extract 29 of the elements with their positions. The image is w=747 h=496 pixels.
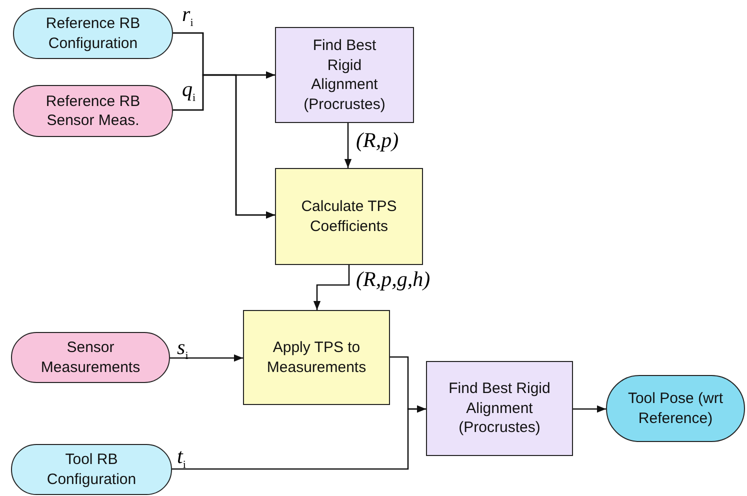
- edge-label: t$_{i}$: [177, 446, 186, 472]
- terminal-node: [11, 444, 172, 495]
- arrow: [573, 405, 606, 413]
- process-box: [275, 168, 423, 265]
- arrow: [173, 74, 275, 219]
- node-label: Sensor Measurements: [40, 338, 142, 377]
- node-label: Apply TPS to Measurements: [266, 338, 368, 377]
- terminal-node: [13, 85, 173, 137]
- process-box: [426, 361, 573, 456]
- terminal-node: [11, 332, 170, 383]
- edge-label: (R,p): [356, 130, 399, 151]
- process-box: [275, 27, 414, 123]
- node-label: Find Best Rigid Alignment (Procrustes): [302, 36, 386, 114]
- arrow: [170, 354, 243, 362]
- arrow: [172, 405, 426, 470]
- edge-label: (R,p,g,h): [356, 269, 430, 290]
- node-label: Find Best Rigid Alignment (Procrustes): [448, 379, 552, 438]
- edge-label: r$_{i}$: [182, 4, 194, 30]
- node-label: Calculate TPS Coefficients: [300, 197, 398, 236]
- node-label: Tool RB Configuration: [46, 450, 138, 489]
- arrow: [313, 265, 350, 310]
- edge-label: q$_{i}$: [182, 79, 196, 104]
- node-label: Tool Pose (wrt Reference): [626, 389, 724, 428]
- terminal-node: [13, 8, 173, 59]
- node-label: Reference RB Configuration: [44, 14, 142, 53]
- arrow: [344, 123, 352, 168]
- node-label: Reference RB Sensor Meas.: [44, 92, 142, 130]
- edge-label: s$_{i}$: [177, 337, 188, 362]
- process-box: [243, 310, 390, 405]
